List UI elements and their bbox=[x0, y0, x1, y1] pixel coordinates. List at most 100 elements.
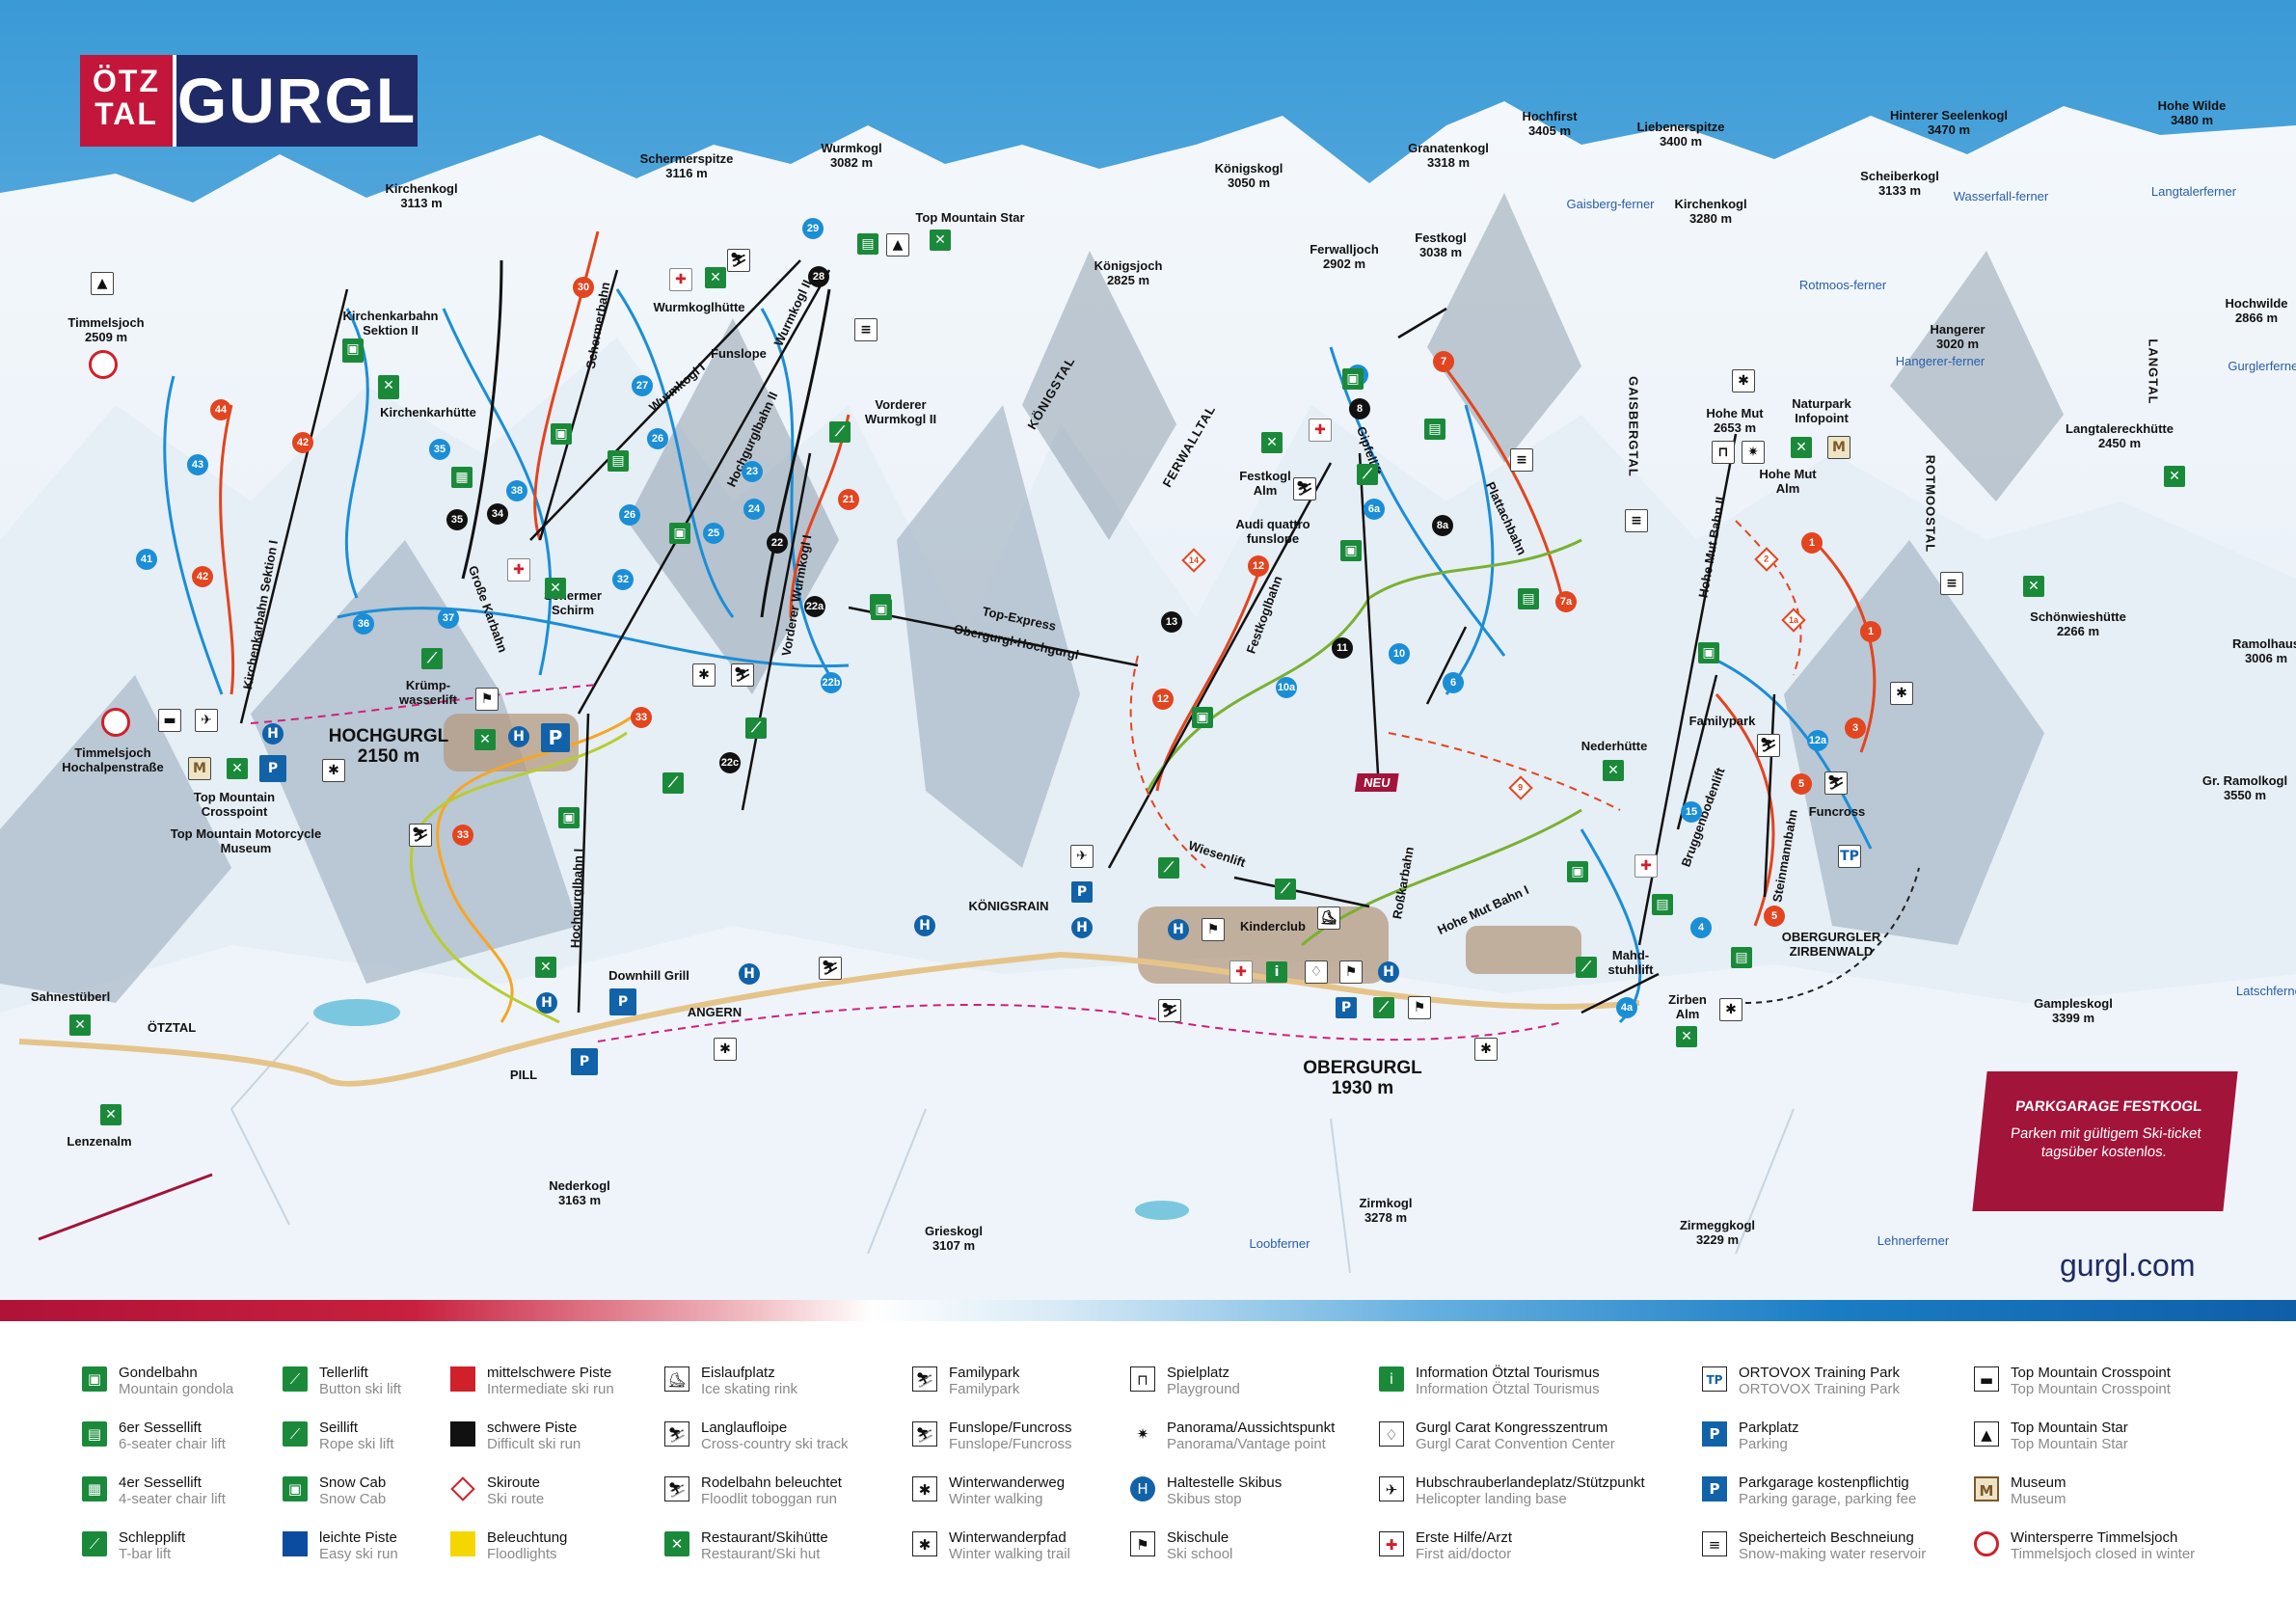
restaurant-icon[interactable]: ✕ bbox=[1791, 437, 1812, 458]
run-number-red[interactable]: 21 bbox=[838, 489, 859, 510]
run-number-blue[interactable]: 26 bbox=[619, 504, 640, 526]
gondola-icon[interactable]: ▣ bbox=[1567, 861, 1588, 882]
run-number-red[interactable]: 5 bbox=[1764, 906, 1785, 927]
run-number-black[interactable]: 22a bbox=[804, 596, 825, 617]
first-aid-icon[interactable]: ✚ bbox=[669, 268, 692, 291]
restaurant-icon[interactable]: ✕ bbox=[545, 578, 566, 599]
parking-icon[interactable]: P bbox=[541, 723, 570, 752]
run-number-blue[interactable]: 15 bbox=[1681, 801, 1702, 823]
bus-stop-icon[interactable]: H bbox=[914, 915, 935, 936]
restaurant-icon[interactable]: ✕ bbox=[227, 758, 248, 779]
run-number-red[interactable]: 5 bbox=[1791, 773, 1812, 795]
bus-stop-icon[interactable]: H bbox=[1168, 919, 1189, 940]
chairlift-6-icon[interactable]: ▤ bbox=[1731, 947, 1752, 968]
run-number-blue[interactable]: 6a bbox=[1364, 499, 1385, 520]
tbar-icon[interactable]: ⟋ bbox=[1576, 957, 1597, 978]
restaurant-icon[interactable]: ✕ bbox=[1676, 1026, 1697, 1047]
tbar-icon[interactable]: ⟋ bbox=[662, 772, 684, 794]
gondola-icon[interactable]: ▣ bbox=[1192, 707, 1213, 728]
restaurant-icon[interactable]: ✕ bbox=[1261, 432, 1283, 453]
run-number-red[interactable]: 42 bbox=[292, 432, 313, 453]
chairlift-6-icon[interactable]: ▤ bbox=[1424, 419, 1445, 440]
restaurant-icon[interactable]: ✕ bbox=[705, 267, 726, 288]
restaurant-icon[interactable]: ✕ bbox=[2023, 576, 2044, 597]
chairlift-6-icon[interactable]: ▤ bbox=[857, 233, 878, 255]
gondola-icon[interactable]: ▣ bbox=[1698, 642, 1719, 663]
gondola-icon[interactable]: ▣ bbox=[669, 523, 690, 544]
run-number-blue[interactable]: 32 bbox=[612, 569, 634, 590]
run-number-blue[interactable]: 6 bbox=[1443, 672, 1464, 693]
restaurant-icon[interactable]: ✕ bbox=[2164, 466, 2185, 487]
gondola-icon[interactable]: ▣ bbox=[1342, 368, 1364, 390]
run-number-black[interactable]: 8 bbox=[1349, 398, 1370, 419]
restaurant-icon[interactable]: ✕ bbox=[535, 957, 556, 978]
run-number-red[interactable]: 12 bbox=[1152, 689, 1174, 710]
parking-garage-icon[interactable]: P bbox=[1336, 997, 1357, 1018]
gondola-icon[interactable]: ▣ bbox=[342, 338, 364, 360]
parking-garage-icon[interactable]: P bbox=[1071, 881, 1093, 903]
restaurant-icon[interactable]: ✕ bbox=[100, 1104, 122, 1125]
tbar-icon[interactable]: ⟋ bbox=[829, 421, 851, 443]
run-number-blue[interactable]: 22b bbox=[821, 672, 842, 693]
run-number-red[interactable]: 3 bbox=[1845, 717, 1866, 739]
parking-icon[interactable]: P bbox=[571, 1048, 598, 1075]
run-number-red[interactable]: 12 bbox=[1248, 555, 1269, 577]
gondola-icon[interactable]: ▣ bbox=[551, 423, 572, 445]
run-number-red[interactable]: 44 bbox=[210, 399, 231, 420]
bus-stop-icon[interactable]: H bbox=[536, 992, 557, 1014]
run-number-red[interactable]: 33 bbox=[631, 707, 652, 728]
run-number-red[interactable]: 30 bbox=[573, 277, 594, 298]
run-number-black[interactable]: 34 bbox=[487, 503, 508, 525]
bus-stop-icon[interactable]: H bbox=[1071, 917, 1093, 938]
run-number-black[interactable]: 28 bbox=[808, 266, 829, 287]
run-number-blue[interactable]: 35 bbox=[429, 439, 450, 460]
run-number-blue[interactable]: 37 bbox=[438, 608, 459, 629]
run-number-black[interactable]: 13 bbox=[1161, 611, 1182, 633]
run-number-red[interactable]: 42 bbox=[192, 566, 213, 587]
tbar-icon[interactable]: ⟋ bbox=[745, 717, 767, 739]
museum-icon[interactable]: M bbox=[1827, 436, 1850, 459]
run-number-red[interactable]: 1 bbox=[1860, 621, 1881, 642]
info-icon[interactable]: i bbox=[1266, 961, 1287, 983]
run-number-blue[interactable]: 26 bbox=[647, 428, 668, 449]
first-aid-icon[interactable]: ✚ bbox=[507, 558, 530, 582]
run-number-blue[interactable]: 24 bbox=[743, 499, 765, 520]
parking-icon[interactable]: P bbox=[259, 755, 286, 782]
run-number-black[interactable]: 8a bbox=[1432, 515, 1453, 536]
website-url[interactable]: gurgl.com bbox=[2060, 1248, 2196, 1283]
restaurant-icon[interactable]: ✕ bbox=[1603, 760, 1624, 781]
run-number-blue[interactable]: 10 bbox=[1389, 643, 1410, 664]
run-number-blue[interactable]: 25 bbox=[703, 523, 724, 544]
chairlift-4-icon[interactable]: ▦ bbox=[451, 467, 473, 488]
gondola-icon[interactable]: ▣ bbox=[871, 599, 892, 620]
museum-icon[interactable]: M bbox=[188, 757, 211, 780]
first-aid-icon[interactable]: ✚ bbox=[1634, 854, 1658, 878]
bus-stop-icon[interactable]: H bbox=[1378, 961, 1399, 983]
first-aid-icon[interactable]: ✚ bbox=[1229, 960, 1253, 984]
parking-icon[interactable]: P bbox=[609, 988, 636, 1015]
run-number-blue[interactable]: 38 bbox=[506, 480, 527, 501]
run-number-red[interactable]: 7a bbox=[1555, 591, 1577, 612]
chairlift-6-icon[interactable]: ▤ bbox=[1652, 894, 1673, 915]
restaurant-icon[interactable]: ✕ bbox=[930, 230, 951, 251]
run-number-red[interactable]: 7 bbox=[1433, 351, 1454, 372]
run-number-blue[interactable]: 12a bbox=[1807, 730, 1828, 751]
run-number-blue[interactable]: 23 bbox=[742, 461, 763, 482]
gondola-icon[interactable]: ▣ bbox=[1340, 540, 1362, 561]
restaurant-icon[interactable]: ✕ bbox=[378, 375, 399, 396]
run-number-red[interactable]: 33 bbox=[452, 825, 473, 846]
tbar-icon[interactable]: ⟋ bbox=[421, 648, 443, 669]
button-lift-icon[interactable]: ⟋ bbox=[1275, 879, 1296, 900]
run-number-black[interactable]: 11 bbox=[1332, 637, 1353, 659]
first-aid-icon[interactable]: ✚ bbox=[1309, 419, 1332, 442]
restaurant-icon[interactable]: ✕ bbox=[474, 729, 496, 750]
bus-stop-icon[interactable]: H bbox=[262, 723, 284, 744]
tbar-icon[interactable]: ⟋ bbox=[1357, 464, 1378, 485]
run-number-blue[interactable]: 43 bbox=[187, 454, 208, 475]
button-lift-icon[interactable]: ⟋ bbox=[1158, 857, 1179, 879]
run-number-blue[interactable]: 10a bbox=[1276, 677, 1297, 698]
bus-stop-icon[interactable]: H bbox=[739, 963, 760, 985]
run-number-blue[interactable]: 41 bbox=[136, 549, 157, 570]
run-number-blue[interactable]: 4 bbox=[1690, 917, 1712, 938]
run-number-blue[interactable]: 27 bbox=[632, 375, 653, 396]
